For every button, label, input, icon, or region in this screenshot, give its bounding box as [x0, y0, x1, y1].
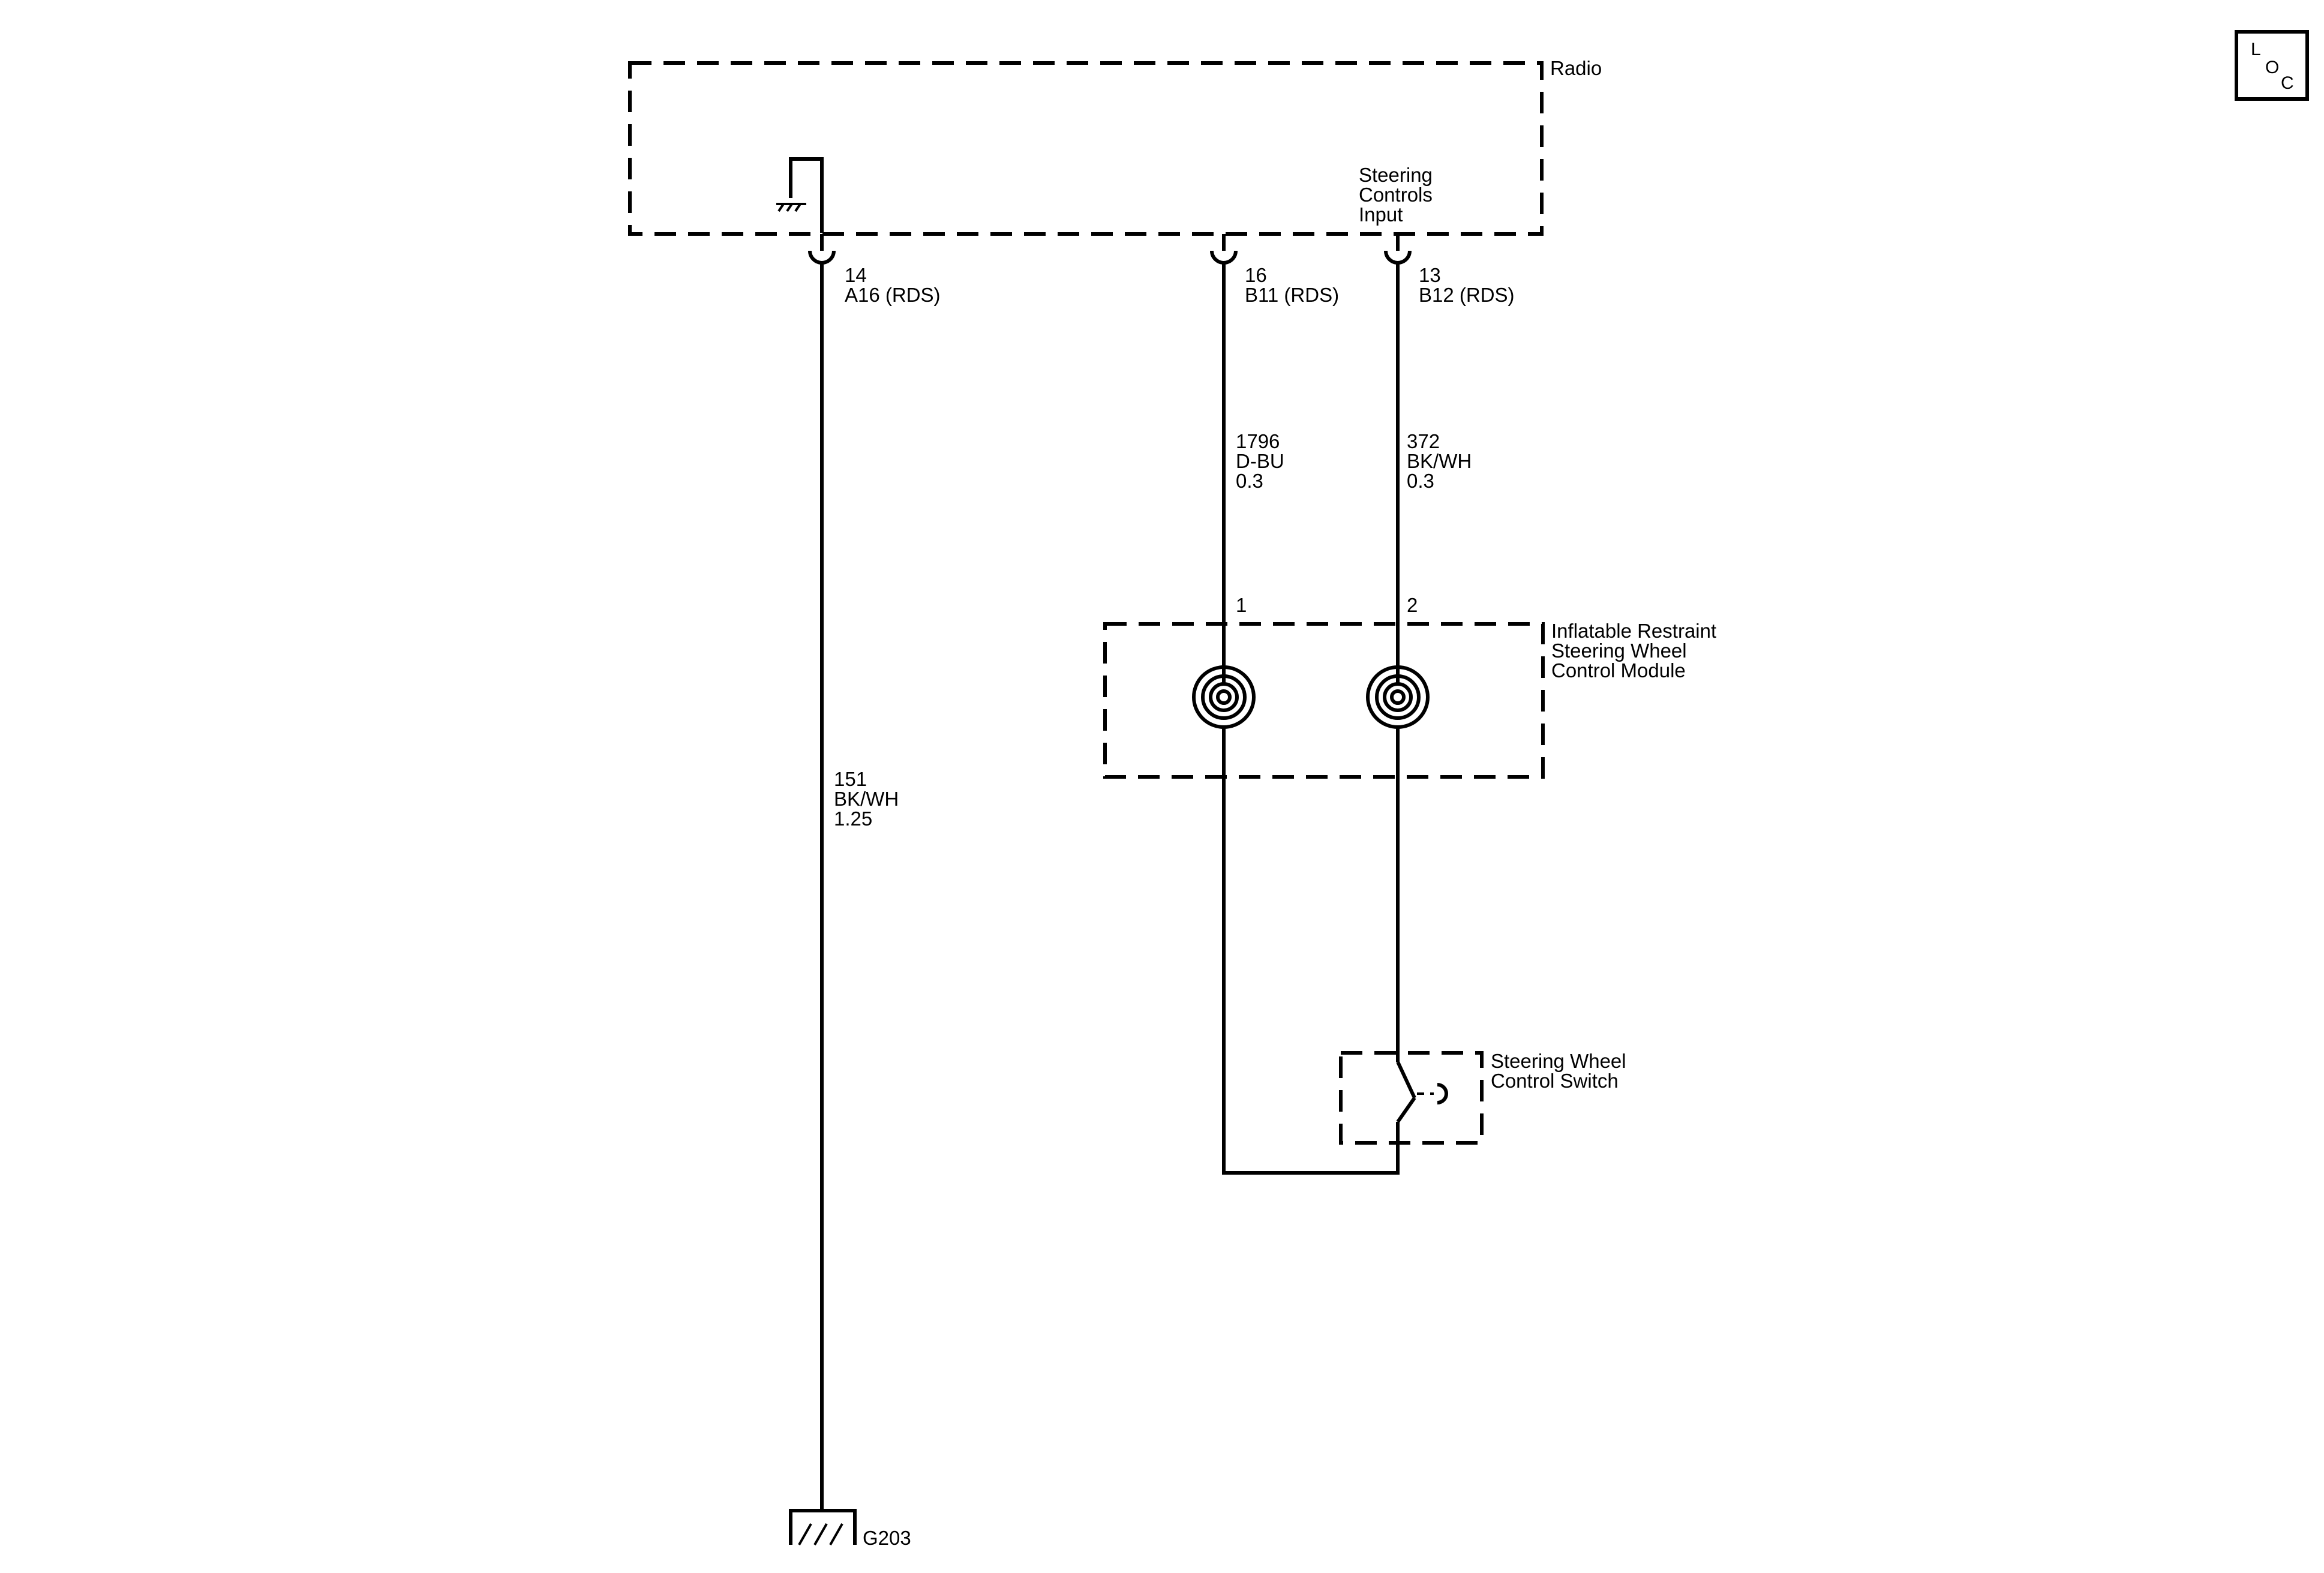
- radio-component[interactable]: Radio Steering Controls Input: [628, 57, 1602, 236]
- radio-pin-label-line1: Steering: [1359, 164, 1433, 186]
- connector-c2[interactable]: 16 B11 (RDS): [1210, 234, 1339, 306]
- wire-1796-color: D-BU: [1236, 450, 1284, 472]
- wire-372-gauge: 0.3: [1407, 470, 1434, 492]
- wire-372[interactable]: 372 BK/WH 0.3: [1396, 263, 1472, 684]
- restraint-module-label-line1: Inflatable Restraint: [1551, 620, 1716, 642]
- connector-pin-13: 13: [1419, 264, 1441, 286]
- ground-g203[interactable]: G203: [789, 1509, 911, 1549]
- connector-c3[interactable]: 13 B12 (RDS): [1384, 234, 1515, 306]
- connector-c1[interactable]: 14 A16 (RDS): [808, 234, 941, 306]
- loc-letter-c: C: [2281, 73, 2294, 93]
- restraint-module-component[interactable]: 1 2 Inflatable Restraint Steering Wheel …: [1103, 594, 1716, 779]
- switch-label-line2: Control Switch: [1491, 1070, 1619, 1092]
- switch-box: [1339, 1051, 1484, 1145]
- wire-1796-gauge: 0.3: [1236, 470, 1263, 492]
- wire-1796-circuit: 1796: [1236, 430, 1280, 452]
- connector-id-b11: B11 (RDS): [1245, 284, 1339, 306]
- radio-pin-label-line2: Controls: [1359, 184, 1433, 206]
- wire-372-color: BK/WH: [1407, 450, 1472, 472]
- loc-letter-o: O: [2265, 58, 2279, 77]
- module-pin-1: 1: [1236, 594, 1247, 616]
- switch-contact-icon: [1396, 1061, 1448, 1123]
- radio-pin-label-line3: Input: [1359, 203, 1403, 226]
- connector-id-a16: A16 (RDS): [845, 284, 941, 306]
- connector-pin-16: 16: [1245, 264, 1267, 286]
- restraint-module-box: [1103, 622, 1545, 779]
- connector-pin-14: 14: [845, 264, 867, 286]
- lower-circuit-wires: [1222, 727, 1400, 1175]
- clockspring-coil-icon: [1366, 665, 1430, 729]
- wire-151-color: BK/WH: [834, 788, 899, 810]
- restraint-module-label-line3: Control Module: [1551, 659, 1686, 682]
- ground-label: G203: [863, 1527, 911, 1549]
- internal-ground-icon: [776, 157, 824, 233]
- connector-id-b12: B12 (RDS): [1419, 284, 1515, 306]
- wire-151-gauge: 1.25: [834, 807, 872, 830]
- steering-wheel-switch-component[interactable]: Steering Wheel Control Switch: [1339, 1050, 1626, 1145]
- wire-372-circuit: 372: [1407, 430, 1440, 452]
- module-pin-2: 2: [1407, 594, 1418, 616]
- ground-icon: [789, 1509, 857, 1545]
- wire-1796[interactable]: 1796 D-BU 0.3: [1222, 263, 1284, 684]
- radio-box: [628, 61, 1544, 236]
- loc-letter-l: L: [2251, 40, 2261, 59]
- restraint-module-label-line2: Steering Wheel: [1551, 640, 1687, 662]
- radio-label: Radio: [1550, 57, 1602, 79]
- wire-151-circuit: 151: [834, 768, 867, 790]
- switch-label-line1: Steering Wheel: [1491, 1050, 1626, 1072]
- wire-151[interactable]: 151 BK/WH 1.25: [820, 263, 899, 1509]
- clockspring-coil-icon: [1192, 665, 1256, 729]
- loc-badge[interactable]: L O C: [2235, 30, 2309, 101]
